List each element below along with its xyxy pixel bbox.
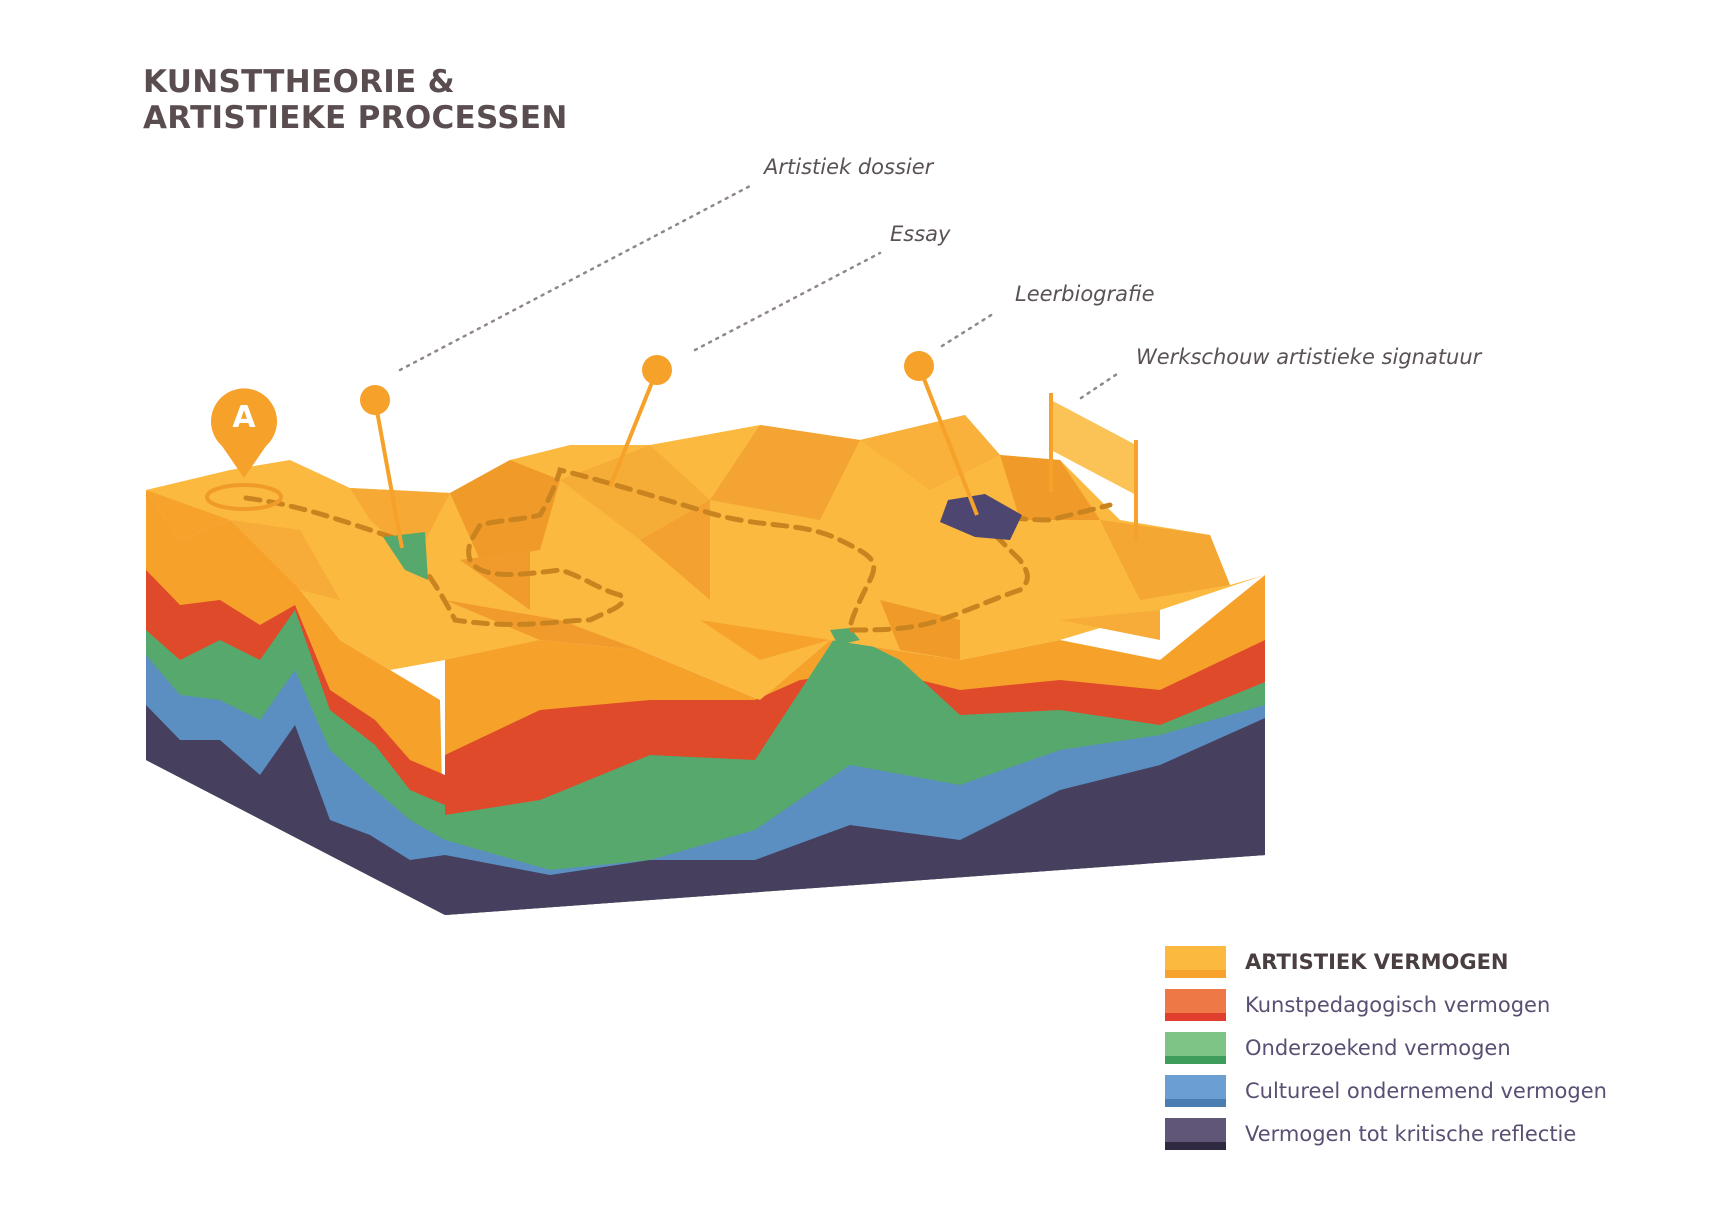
pin-stem: [373, 399, 404, 549]
legend-swatch-stripe: [1165, 1141, 1226, 1150]
milestone-label: Werkschouw artistieke signatuur: [1136, 345, 1483, 369]
start-marker: A: [205, 388, 283, 511]
learning-path: [243, 466, 1113, 633]
green-marker-patch: [383, 532, 428, 580]
pin-stem: [917, 365, 979, 516]
map-pin-icon: [211, 388, 277, 478]
leader-line: [693, 251, 882, 352]
legend-label: Onderzoekend vermogen: [1245, 1035, 1511, 1060]
legend-swatch: [1165, 1117, 1226, 1150]
pin-icon: [642, 355, 672, 385]
milestone-label: Artistiek dossier: [762, 155, 935, 179]
title-line-1: KUNSTTHEORIE &: [143, 64, 456, 100]
left-face-strata: [146, 490, 445, 915]
pin-icon: [904, 351, 934, 381]
start-ground-ring: [205, 483, 283, 511]
facet: [350, 488, 450, 560]
facet: [700, 620, 830, 660]
start-letter: A: [232, 400, 256, 435]
milestone-essay: Essay: [608, 222, 951, 488]
pin-stem: [608, 369, 659, 488]
milestone-leerbiografie: Leerbiografie: [904, 282, 1155, 540]
leader-line: [398, 184, 752, 372]
milestone-artistiek-dossier: Artistiek dossier: [360, 155, 935, 580]
legend-label: Vermogen tot kritische reflectie: [1245, 1121, 1577, 1146]
legend-swatch-stripe: [1165, 1012, 1226, 1021]
legend-label: Kunstpedagogisch vermogen: [1245, 992, 1551, 1017]
legend-label: Cultureel ondernemend vermogen: [1245, 1078, 1607, 1103]
facet: [880, 600, 960, 660]
navy-marker-patch: [940, 494, 1022, 540]
milestone-label: Essay: [890, 222, 951, 246]
left-navy-layer: [146, 705, 445, 915]
legend-swatch-stripe: [1165, 1098, 1226, 1107]
diagram-title: KUNSTTHEORIE & ARTISTIEKE PROCESSEN: [143, 64, 568, 136]
milestone-label: Leerbiografie: [1015, 282, 1155, 306]
facet: [860, 415, 1000, 490]
facet: [1060, 610, 1160, 640]
legend-item-artistiek: ARTISTIEK VERMOGEN: [1165, 940, 1607, 983]
legend: ARTISTIEK VERMOGEN Kunstpedagogisch verm…: [1165, 940, 1607, 1155]
facet: [710, 425, 860, 520]
facet: [450, 460, 560, 560]
pin-icon: [360, 385, 390, 415]
leader-line: [1079, 372, 1119, 400]
flag-icon: [1051, 400, 1136, 495]
title-line-2: ARTISTIEKE PROCESSEN: [143, 100, 568, 136]
front-face-strata: [445, 575, 1265, 915]
legend-swatch: [1165, 1031, 1226, 1064]
legend-swatch: [1165, 988, 1226, 1021]
top-surface: [146, 415, 1265, 700]
facet: [1100, 520, 1230, 600]
facet: [146, 490, 230, 540]
facet: [560, 445, 710, 540]
legend-swatch: [1165, 1074, 1226, 1107]
legend-item-onderzoekend: Onderzoekend vermogen: [1165, 1026, 1607, 1069]
legend-label: ARTISTIEK VERMOGEN: [1245, 949, 1509, 974]
legend-swatch: [1165, 945, 1226, 978]
facet: [460, 550, 530, 610]
milestone-werkschouw: Werkschouw artistieke signatuur: [1049, 345, 1483, 542]
legend-swatch-stripe: [1165, 1055, 1226, 1064]
legend-item-cultureel: Cultureel ondernemend vermogen: [1165, 1069, 1607, 1112]
legend-item-kunstpedagogisch: Kunstpedagogisch vermogen: [1165, 983, 1607, 1026]
front-navy-layer: [445, 718, 1265, 915]
legend-item-kritische-reflectie: Vermogen tot kritische reflectie: [1165, 1112, 1607, 1155]
facet: [230, 520, 340, 600]
legend-swatch-stripe: [1165, 969, 1226, 978]
leader-line: [940, 310, 998, 348]
facet: [640, 500, 710, 600]
